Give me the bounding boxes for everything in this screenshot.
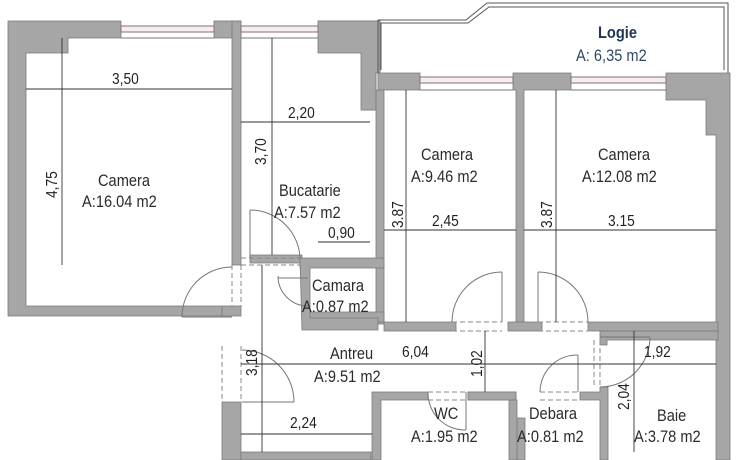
dim-antreu-lower: 2,24 (290, 415, 317, 432)
room-name-camara: Camara (312, 276, 365, 295)
door-swings (181, 209, 651, 431)
dim-camera2-depth: 3.87 (390, 201, 407, 228)
room-name-logie: Logie (598, 23, 637, 42)
dim-camara-width: 0,90 (328, 225, 355, 242)
dim-camera1-depth: 4,75 (44, 171, 61, 198)
room-area-logie: A: 6,35 m2 (576, 46, 647, 65)
dim-antreu-width: 1,02 (469, 350, 486, 377)
room-name-camera-1: Camera (98, 171, 151, 190)
dim-baie-width: 1,92 (644, 344, 671, 361)
dim-camera1-width: 3,50 (112, 71, 139, 88)
dim-camera2-width: 2,45 (432, 213, 459, 230)
room-name-wc: WC (434, 404, 459, 423)
room-name-bucatarie: Bucatarie (279, 181, 341, 200)
room-name-camera-2: Camera (421, 145, 474, 164)
walls (7, 20, 731, 460)
room-area-camara: A:0.87 m2 (302, 297, 369, 316)
room-name-antreu: Antreu (330, 344, 374, 363)
logie-outline (377, 2, 729, 73)
dim-bucatarie-depth: 3,70 (253, 138, 270, 165)
room-name-camera-3: Camera (598, 145, 651, 164)
dim-bucatarie-width: 2,20 (288, 105, 315, 122)
room-area-wc: A:1.95 m2 (411, 427, 478, 446)
dim-camera3-width: 3.15 (608, 213, 635, 230)
room-area-camera-3: A:12.08 m2 (582, 167, 657, 186)
room-name-debara: Debara (529, 404, 577, 423)
room-name-baie: Baie (657, 406, 687, 425)
room-area-debara: A:0.81 m2 (517, 427, 584, 446)
dim-baie-depth: 2,04 (616, 383, 633, 410)
room-area-bucatarie: A:7.57 m2 (274, 203, 341, 222)
windows (120, 25, 667, 84)
dimension-lines (26, 38, 716, 452)
room-area-camera-2: A:9.46 m2 (411, 167, 478, 186)
room-area-antreu: A:9.51 m2 (314, 367, 381, 386)
dim-camera3-depth: 3.87 (539, 201, 556, 228)
dim-antreu-entry: 3,18 (244, 349, 261, 376)
room-area-baie: A:3.78 m2 (634, 427, 701, 446)
room-area-camera-1: A:16.04 m2 (82, 192, 157, 211)
dim-antreu-length: 6,04 (402, 344, 429, 361)
